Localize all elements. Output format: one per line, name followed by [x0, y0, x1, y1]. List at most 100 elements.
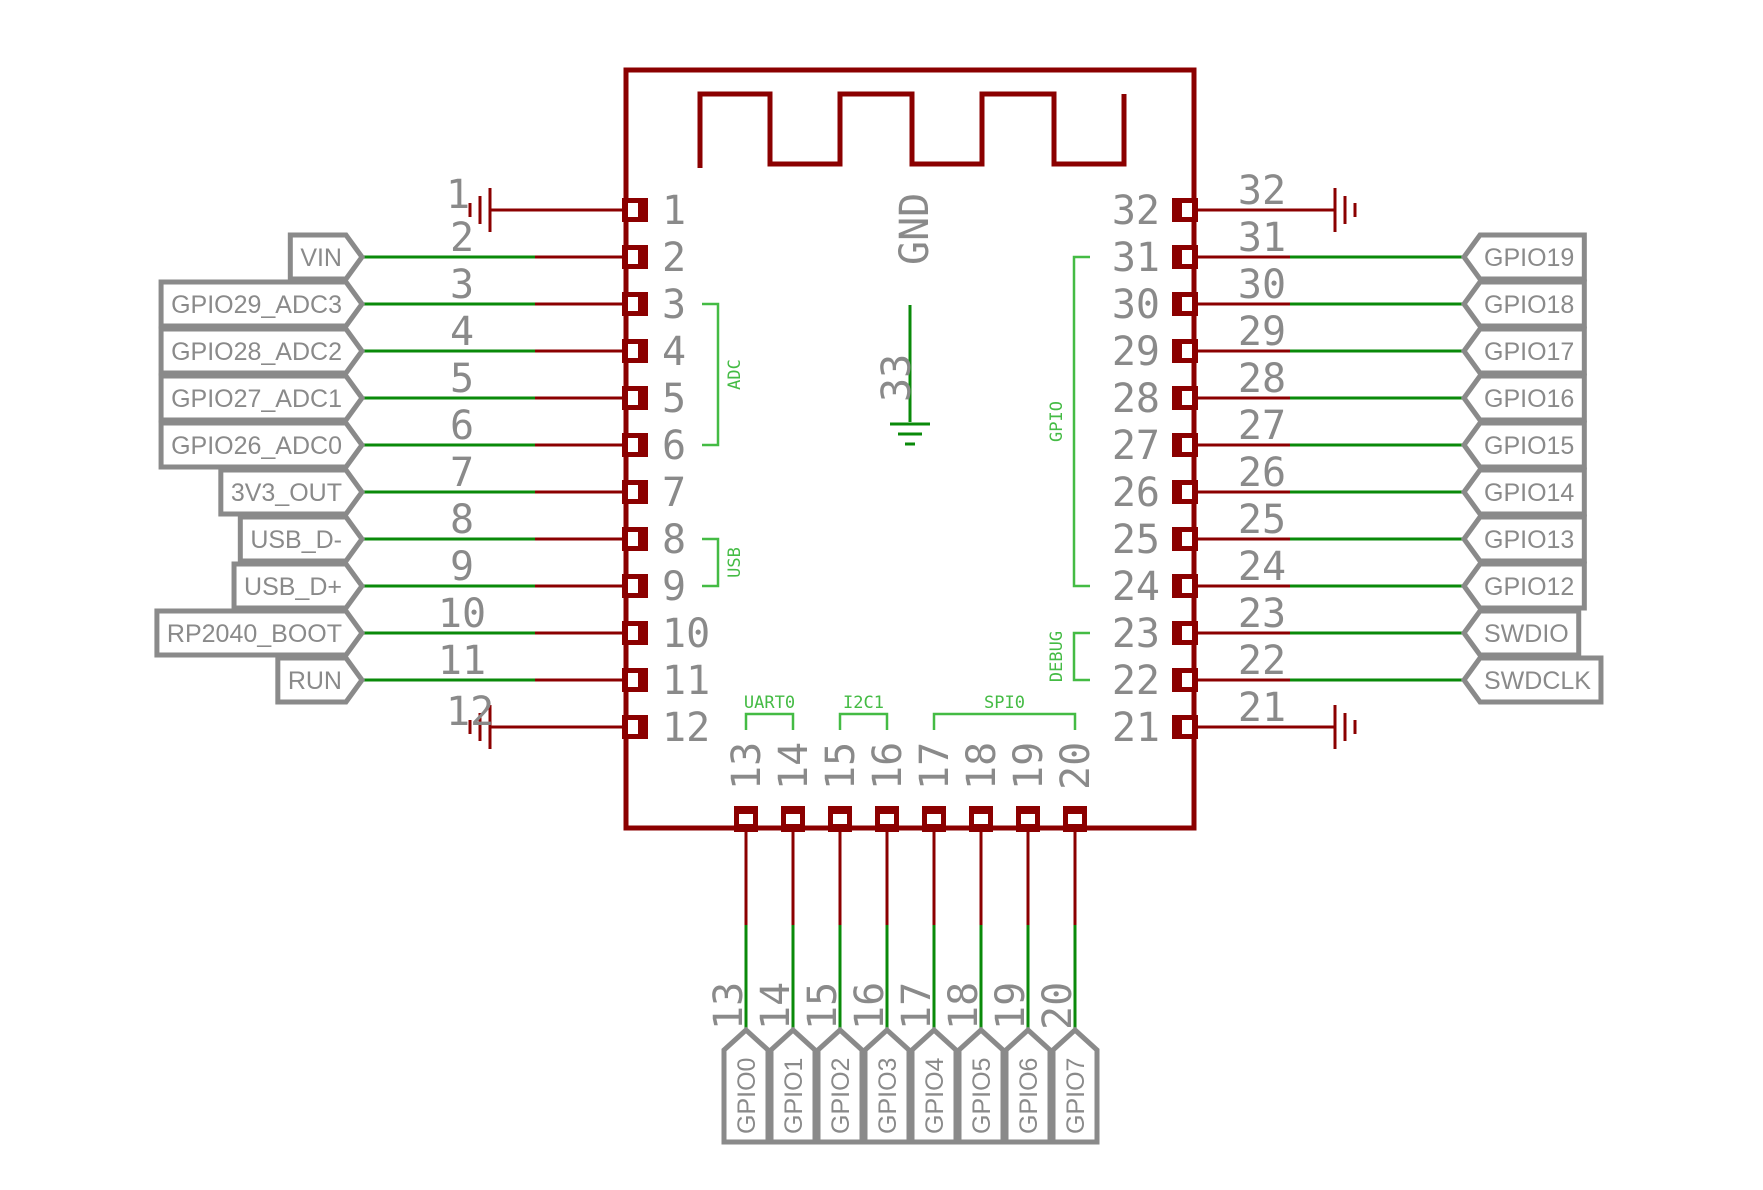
pin-number: 1 [662, 188, 686, 234]
net-number: 7 [450, 450, 474, 496]
net-label-text: GPIO14 [1484, 479, 1574, 507]
net-number: 12 [446, 689, 494, 735]
signal-groups: ADC USB GPIO DEBUG UART0 I2C1 SPI0 [702, 255, 1090, 730]
net-number: 4 [450, 309, 474, 355]
pin-number: 22 [1112, 658, 1160, 704]
pin-number: 5 [662, 376, 686, 422]
net-label-box [1460, 279, 1587, 329]
group-bracket [702, 302, 720, 447]
pin-pad-hole [628, 720, 638, 734]
net-label: GPIO17 [1460, 326, 1587, 376]
net-label-box [1460, 232, 1587, 282]
net-label-text: RP2040_BOOT [167, 620, 342, 648]
net-label-box [231, 561, 366, 611]
net-label-box [1460, 608, 1582, 658]
net-number: 5 [450, 356, 474, 402]
net-number: 28 [1238, 356, 1286, 402]
pin-number: 4 [662, 329, 686, 375]
group-label: GPIO [1047, 401, 1067, 442]
pin-pad-hole [628, 532, 638, 546]
pin-pad-hole [1182, 579, 1192, 593]
left-pin-column: 1122VIN33GPIO29_ADC344GPIO28_ADC255GPIO2… [154, 172, 710, 751]
net-label: GPIO1 [768, 1026, 818, 1145]
pin-number: 32 [1112, 188, 1160, 234]
net-number: 1 [446, 172, 470, 218]
net-label: GPIO12 [1460, 561, 1587, 611]
net-number: 11 [438, 638, 486, 684]
net-label: 3V3_OUT [218, 467, 366, 517]
net-number: 23 [1238, 591, 1286, 637]
net-label-box [1050, 1026, 1100, 1145]
net-label-text: GPIO1 [780, 1058, 808, 1134]
pin-pad-hole [1182, 344, 1192, 358]
left-pin-12: 12 12 [446, 689, 710, 751]
net-label-text: GPIO26_ADC0 [171, 432, 342, 460]
pin-pad-hole [628, 626, 638, 640]
group-label: SPI0 [984, 693, 1025, 713]
net-number: 15 [800, 982, 846, 1030]
pin-pad-hole [628, 203, 638, 217]
net-label: GPIO15 [1460, 420, 1587, 470]
ground-icon [890, 422, 930, 446]
net-number: 29 [1238, 309, 1286, 355]
pin-number: 27 [1112, 423, 1160, 469]
net-number: 8 [450, 497, 474, 543]
pin-pad-hole [1182, 485, 1192, 499]
group-usb: USB [702, 537, 745, 588]
net-label: GPIO14 [1460, 467, 1587, 517]
group-bracket [1072, 631, 1090, 682]
group-label: DEBUG [1047, 631, 1067, 682]
net-label-box [1460, 467, 1587, 517]
net-label-box [275, 655, 366, 705]
pin-number: 12 [662, 705, 710, 751]
pin-pad-hole [786, 814, 800, 824]
group-spi: SPI0 [932, 693, 1077, 730]
net-label-box [154, 608, 366, 658]
net-number: 30 [1238, 262, 1286, 308]
net-number: 17 [894, 982, 940, 1030]
pin-pad-hole [628, 673, 638, 687]
net-label: SWDCLK [1460, 655, 1604, 705]
net-number: 27 [1238, 403, 1286, 449]
net-number: 10 [438, 591, 486, 637]
net-label-text: RUN [288, 667, 342, 695]
net-label: GPIO6 [1003, 1026, 1053, 1145]
net-label-text: GPIO2 [827, 1058, 855, 1134]
pin-number: 26 [1112, 470, 1160, 516]
pin-number: 6 [662, 423, 686, 469]
net-number: 19 [988, 982, 1034, 1030]
net-label-text: GPIO4 [921, 1057, 949, 1134]
pin-number: 21 [1112, 705, 1160, 751]
net-label: GPIO13 [1460, 514, 1587, 564]
left-pin-1: 11 [446, 172, 686, 234]
net-label-text: GPIO13 [1484, 526, 1574, 554]
pin-pad-hole [739, 814, 753, 824]
group-adc: ADC [702, 302, 745, 447]
net-label-text: GPIO17 [1484, 338, 1574, 366]
pin-pad-hole [880, 814, 894, 824]
net-number: 16 [847, 982, 893, 1030]
net-label-box [1460, 561, 1587, 611]
ground-icon [468, 188, 492, 232]
net-number: 21 [1238, 685, 1286, 731]
group-label: ADC [725, 359, 745, 390]
group-uart: UART0 [744, 693, 795, 730]
net-label-box [158, 279, 366, 329]
pin-pad-hole [833, 814, 847, 824]
net-label-box [218, 467, 366, 517]
pin-pad-hole [1182, 626, 1192, 640]
net-label: GPIO19 [1460, 232, 1587, 282]
group-label: I2C1 [843, 693, 884, 713]
